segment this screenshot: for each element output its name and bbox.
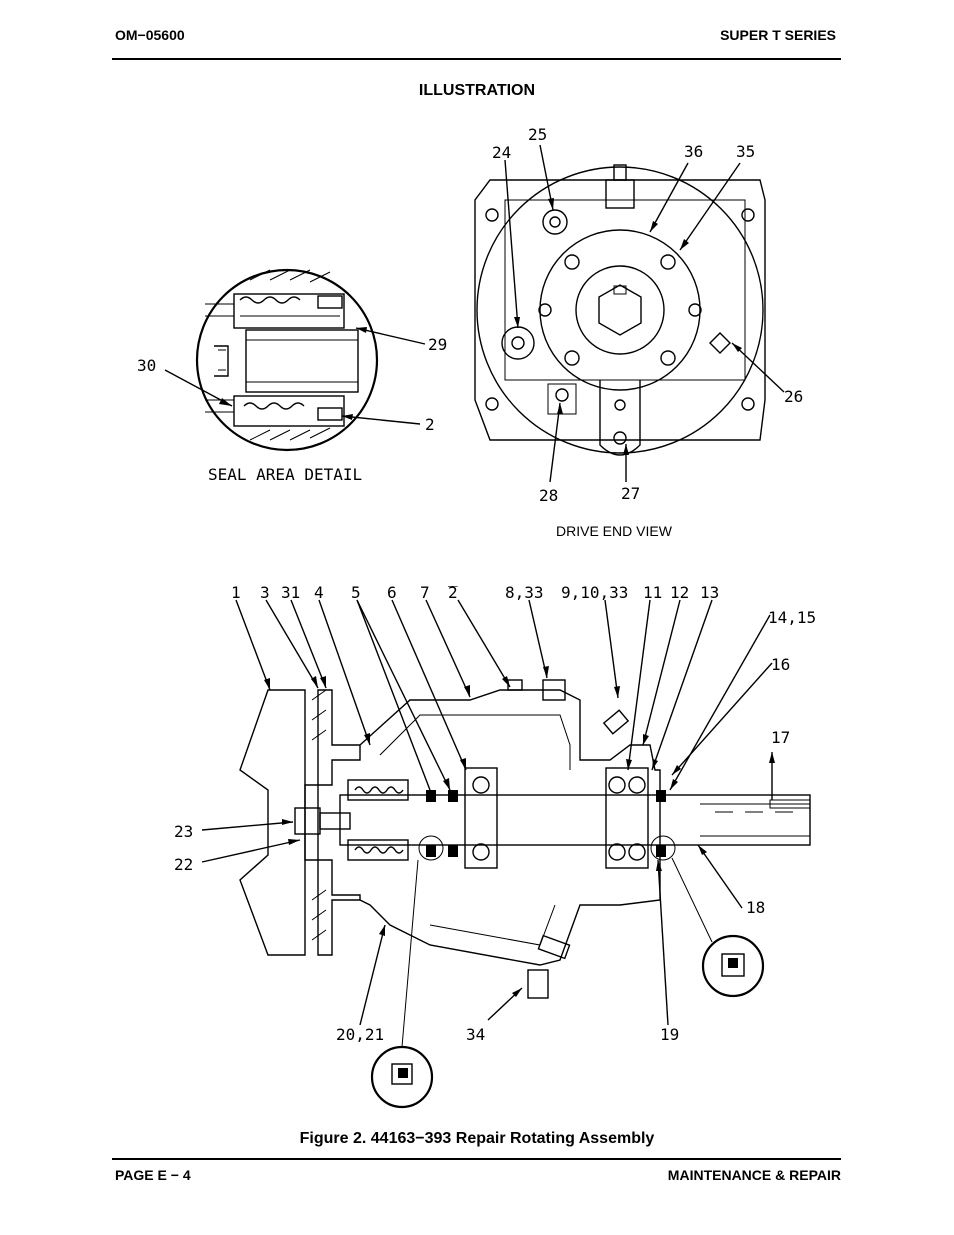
callout-label: 11 <box>643 583 662 602</box>
callout-label: ̅2 <box>448 583 458 602</box>
callout-label: 27 <box>621 484 640 503</box>
callout-label: 3 <box>260 583 270 602</box>
callout-label: 30 <box>137 356 156 375</box>
figure-caption: Figure 2. 44163−393 Repair Rotating Asse… <box>299 1130 655 1147</box>
callout-label: 35 <box>736 142 755 161</box>
page-number: PAGE E − 4 <box>115 1167 191 1183</box>
callout-label: 17 <box>771 728 790 747</box>
series-name: SUPER T SERIES <box>720 27 836 43</box>
callout-label: 9,10,33 <box>561 583 628 602</box>
rotating-assembly: 1 3 31 4 5 6 7 ̅2 8,33 9,10,33 11 12 13 … <box>174 583 816 1109</box>
callout-label: 31 <box>281 583 300 602</box>
callout-label: 20,21 <box>336 1025 384 1044</box>
callout-label: 29 <box>428 335 447 354</box>
callout-label: 23 <box>174 822 193 841</box>
callout-label: 19 <box>660 1025 679 1044</box>
callout-label: 24 <box>492 143 511 162</box>
drive-end-view: 25 24 36 35 26 28 27 DRIVE END VIEW <box>474 125 803 539</box>
drive-end-title: DRIVE END VIEW <box>556 523 673 539</box>
callout-label: 26 <box>784 387 803 406</box>
section-title: ILLUSTRATION <box>418 82 536 99</box>
callout-label: 16 <box>771 655 790 674</box>
callout-label: 8,33 <box>505 583 544 602</box>
callout-label: 2 <box>425 415 435 434</box>
footer-rule <box>112 1158 841 1160</box>
callout-label: 6 <box>387 583 397 602</box>
callout-label: 34 <box>466 1025 485 1044</box>
callout-label: 4 <box>314 583 324 602</box>
callout-label: 7 <box>420 583 430 602</box>
seal-detail-title: SEAL AREA DETAIL <box>208 465 362 484</box>
header-rule <box>112 58 841 60</box>
callout-label: 18 <box>746 898 765 917</box>
callout-label: 36 <box>684 142 703 161</box>
doc-number: OM−05600 <box>115 27 185 43</box>
callout-label: 12 <box>670 583 689 602</box>
callout-label: 5 <box>351 583 361 602</box>
callout-label: 22 <box>174 855 193 874</box>
seal-area-detail: 30 29 2 SEAL AREA DETAIL <box>137 268 447 484</box>
callout-label: 1 <box>231 583 241 602</box>
section-name: MAINTENANCE & REPAIR <box>667 1167 841 1183</box>
callout-label: 25 <box>528 125 547 144</box>
callout-label: 14,15 <box>768 608 816 627</box>
callout-label: 28 <box>539 486 558 505</box>
callout-label: 13 <box>700 583 719 602</box>
